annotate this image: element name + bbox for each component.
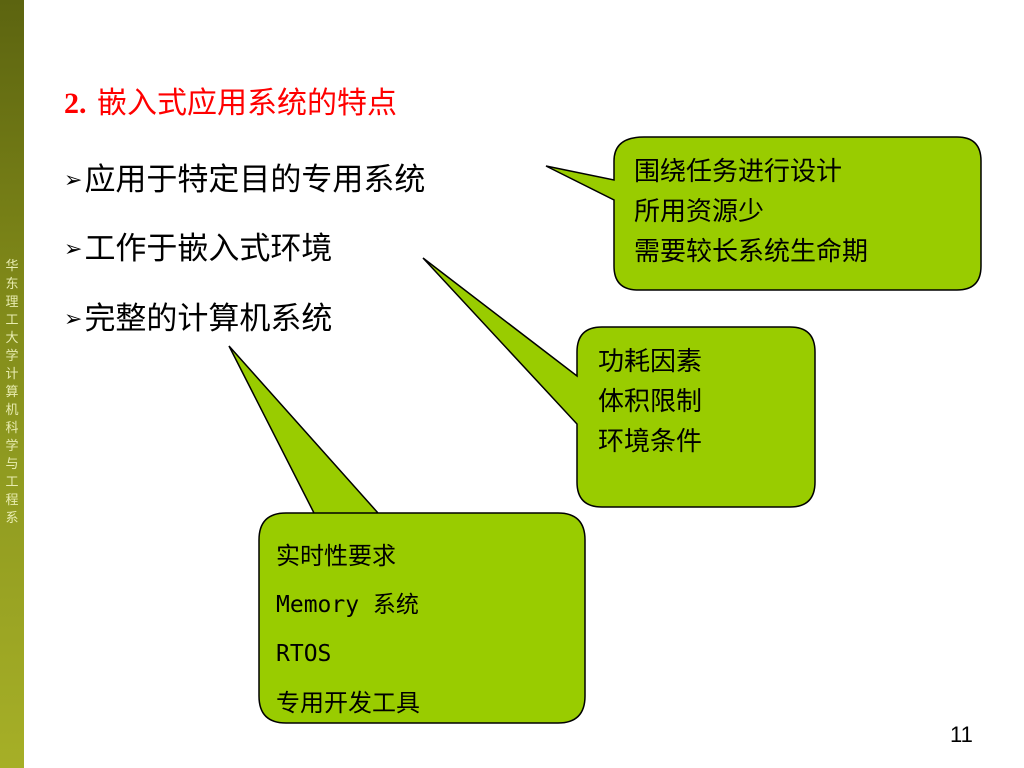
callout-computer-shape: [228, 345, 586, 724]
callout-line: Memory 系统: [276, 592, 419, 618]
heading-text: 嵌入式应用系统的特点: [96, 86, 397, 121]
callout-computer-text: 实时性要求 Memory 系统 RTOS 专用开发工具: [276, 532, 420, 728]
bullet-item: ➢工作于嵌入式环境: [64, 223, 332, 268]
bullet-item: ➢完整的计算机系统: [64, 293, 332, 338]
callout-line: 功耗因素: [598, 347, 703, 377]
heading-number: 2.: [64, 87, 87, 120]
callout-task-text: 围绕任务进行设计 所用资源少 需要较长系统生命期: [634, 152, 868, 272]
arrow-bullet-icon: ➢: [64, 237, 83, 262]
bullet-item: ➢应用于特定目的专用系统: [64, 154, 425, 199]
sidebar-strip: 华东理工大学计算机科学与工程系: [0, 0, 24, 768]
callout-environment-shape: [422, 257, 816, 508]
callout-line: 实时性要求: [276, 542, 396, 570]
callout-task-shape: [545, 136, 982, 291]
slide-heading: 2. 嵌入式应用系统的特点: [64, 78, 397, 122]
arrow-bullet-icon: ➢: [64, 307, 83, 332]
callout-line: 需要较长系统生命期: [634, 237, 869, 267]
bullet-text: 工作于嵌入式环境: [84, 231, 333, 267]
page-number: 11: [950, 722, 973, 747]
callout-environment-text: 功耗因素 体积限制 环境条件: [598, 342, 702, 462]
callout-line: 所用资源少: [634, 197, 765, 227]
arrow-bullet-icon: ➢: [64, 168, 83, 193]
callout-line: RTOS: [276, 641, 332, 667]
bullet-text: 应用于特定目的专用系统: [84, 162, 426, 198]
callout-line: 环境条件: [598, 427, 703, 457]
sidebar-vertical-text: 华东理工大学计算机科学与工程系: [5, 259, 19, 526]
bullet-text: 完整的计算机系统: [84, 301, 333, 337]
callout-line: 专用开发工具: [276, 689, 420, 717]
callout-line: 体积限制: [598, 387, 703, 417]
callout-line: 围绕任务进行设计: [634, 157, 843, 187]
